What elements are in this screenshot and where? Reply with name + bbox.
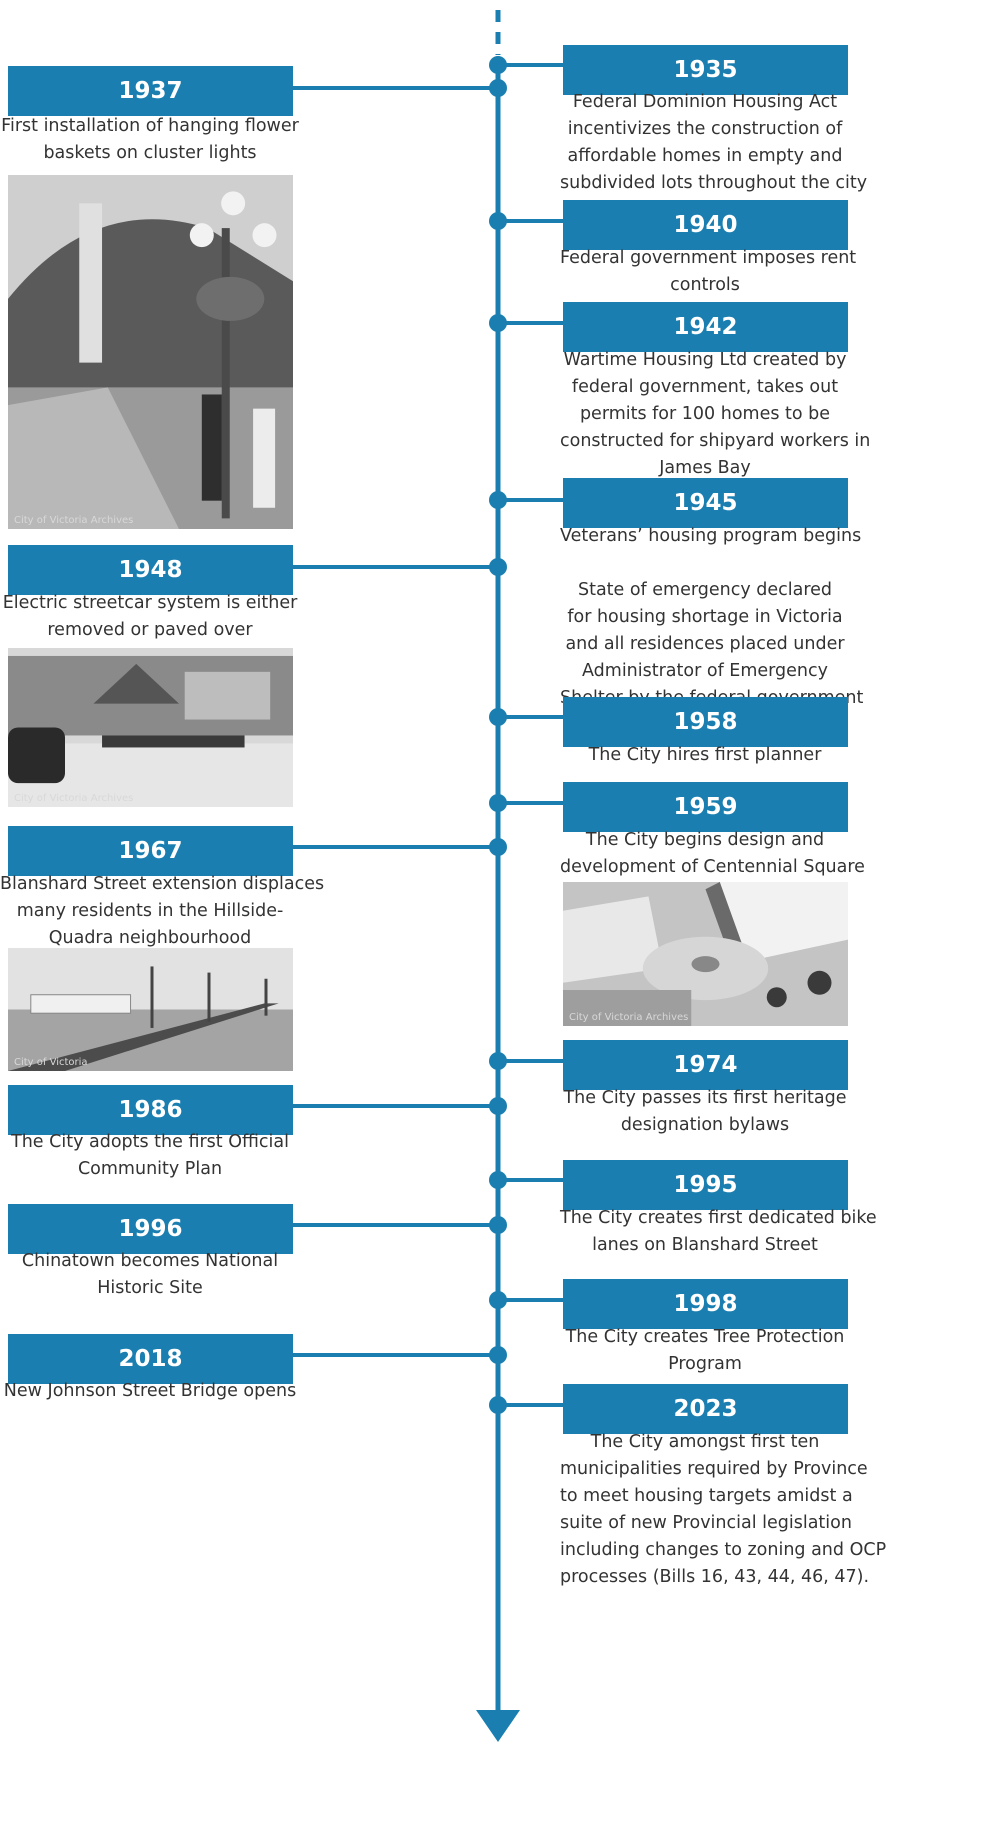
event-description-line: incentivizes the construction of bbox=[567, 119, 843, 139]
year-label-2018: 2018 bbox=[8, 1334, 293, 1384]
photo-credit: City of Victoria Archives bbox=[14, 793, 134, 804]
year-label-1935: 1935 bbox=[563, 45, 848, 95]
event-description-line: Administrator of Emergency bbox=[582, 661, 828, 681]
event-description-line: The City amongst first ten bbox=[590, 1432, 820, 1452]
year-label-1937: 1937 bbox=[8, 66, 293, 116]
event-dot-1974 bbox=[489, 1052, 507, 1070]
event-description-line: Historic Site bbox=[97, 1278, 203, 1298]
event-description-line: Community Plan bbox=[77, 1159, 223, 1179]
event-description-line: controls bbox=[670, 275, 740, 295]
event-description-line: designation bylaws bbox=[620, 1115, 790, 1135]
photo-credit: City of Victoria Archives bbox=[569, 1012, 689, 1023]
year-label-1958: 1958 bbox=[563, 697, 848, 747]
year-label-1996: 1996 bbox=[8, 1204, 293, 1254]
event-description-line: James Bay bbox=[659, 458, 751, 478]
event-description-line: subdivided lots throughout the city bbox=[560, 173, 868, 193]
event-description-line: removed or paved over bbox=[47, 620, 253, 640]
year-label-1967: 1967 bbox=[8, 826, 293, 876]
event-description-line: Federal government imposes rent bbox=[560, 248, 857, 268]
event-dot-1935 bbox=[489, 56, 507, 74]
photo-credit: City of Victoria Archives bbox=[14, 515, 134, 526]
event-description-line: The City creates Tree Protection bbox=[565, 1327, 845, 1347]
event-connectors bbox=[293, 63, 563, 1407]
event-description-line: for housing shortage in Victoria bbox=[567, 607, 843, 627]
event-description-line: constructed for shipyard workers in bbox=[560, 431, 871, 451]
event-description-line: many residents in the Hillside- bbox=[16, 901, 284, 921]
event-dot-1948 bbox=[489, 558, 507, 576]
arrow-down-icon bbox=[476, 1710, 520, 1742]
event-description-line: including changes to zoning and OCP bbox=[560, 1540, 887, 1560]
event-description-line: permits for 100 homes to be bbox=[579, 404, 831, 424]
event-description-line: Veterans’ housing program begins bbox=[560, 526, 862, 546]
year-label-1942: 1942 bbox=[563, 302, 848, 352]
event-description-line: processes (Bills 16, 43, 44, 46, 47). bbox=[560, 1567, 870, 1587]
event-description-line: to meet housing targets amidst a bbox=[560, 1486, 853, 1506]
event-dot-1945 bbox=[489, 491, 507, 509]
photo-hanging-baskets: City of Victoria Archives bbox=[8, 175, 293, 529]
photo-streetcar-removal: City of Victoria Archives bbox=[8, 648, 293, 807]
event-description-line: Quadra neighbourhood bbox=[48, 928, 252, 948]
event-description-line: affordable homes in empty and bbox=[567, 146, 843, 166]
event-description-line: Chinatown becomes National bbox=[21, 1251, 279, 1271]
year-label-1998: 1998 bbox=[563, 1279, 848, 1329]
photo-blanshard-extension: City of Victoria bbox=[8, 948, 293, 1071]
event-description-line: baskets on cluster lights bbox=[43, 143, 257, 163]
event-dot-1942 bbox=[489, 314, 507, 332]
photo-centennial-square: City of Victoria Archives bbox=[563, 882, 848, 1026]
event-description-line: municipalities required by Province bbox=[560, 1459, 868, 1479]
event-description-line: and all residences placed under bbox=[565, 634, 845, 654]
year-label-1940: 1940 bbox=[563, 200, 848, 250]
event-description-line: First installation of hanging flower bbox=[1, 116, 299, 136]
event-dot-1937 bbox=[489, 79, 507, 97]
event-dot-1995 bbox=[489, 1171, 507, 1189]
event-description-line: development of Centennial Square bbox=[560, 857, 865, 877]
event-description-line: The City begins design and bbox=[585, 830, 825, 850]
event-description-line: The City passes its first heritage bbox=[563, 1088, 847, 1108]
event-dots bbox=[489, 56, 507, 1414]
year-label-1974: 1974 bbox=[563, 1040, 848, 1090]
year-label-1948: 1948 bbox=[8, 545, 293, 595]
event-dot-1996 bbox=[489, 1216, 507, 1234]
event-description-line: Electric streetcar system is either bbox=[2, 593, 298, 613]
event-description-line: Wartime Housing Ltd created by bbox=[563, 350, 847, 370]
event-dot-1940 bbox=[489, 212, 507, 230]
year-label-1945: 1945 bbox=[563, 478, 848, 528]
year-label-2023: 2023 bbox=[563, 1384, 848, 1434]
event-dot-1959 bbox=[489, 794, 507, 812]
event-description-line: Program bbox=[668, 1354, 742, 1374]
event-description-line: The City adopts the first Official bbox=[11, 1132, 289, 1152]
event-dot-1958 bbox=[489, 708, 507, 726]
event-description-line: suite of new Provincial legislation bbox=[560, 1513, 852, 1533]
event-description-line: State of emergency declared bbox=[577, 580, 833, 600]
event-dot-1967 bbox=[489, 838, 507, 856]
event-description-line: The City creates first dedicated bike bbox=[560, 1208, 877, 1228]
year-label-1959: 1959 bbox=[563, 782, 848, 832]
event-description-line: New Johnson Street Bridge opens bbox=[3, 1381, 297, 1401]
year-label-1995: 1995 bbox=[563, 1160, 848, 1210]
event-description-line: Blanshard Street extension displaces bbox=[0, 874, 325, 894]
photo-credit: City of Victoria bbox=[14, 1057, 88, 1068]
event-dot-1986 bbox=[489, 1097, 507, 1115]
event-dot-2018 bbox=[489, 1346, 507, 1364]
event-description-line: The City hires first planner bbox=[588, 745, 822, 765]
event-dot-2023 bbox=[489, 1396, 507, 1414]
year-label-1986: 1986 bbox=[8, 1085, 293, 1135]
event-description-line: Federal Dominion Housing Act bbox=[572, 92, 838, 112]
event-description-line: federal government, takes out bbox=[571, 377, 839, 397]
event-dot-1998 bbox=[489, 1291, 507, 1309]
event-description-line: lanes on Blanshard Street bbox=[592, 1235, 818, 1255]
